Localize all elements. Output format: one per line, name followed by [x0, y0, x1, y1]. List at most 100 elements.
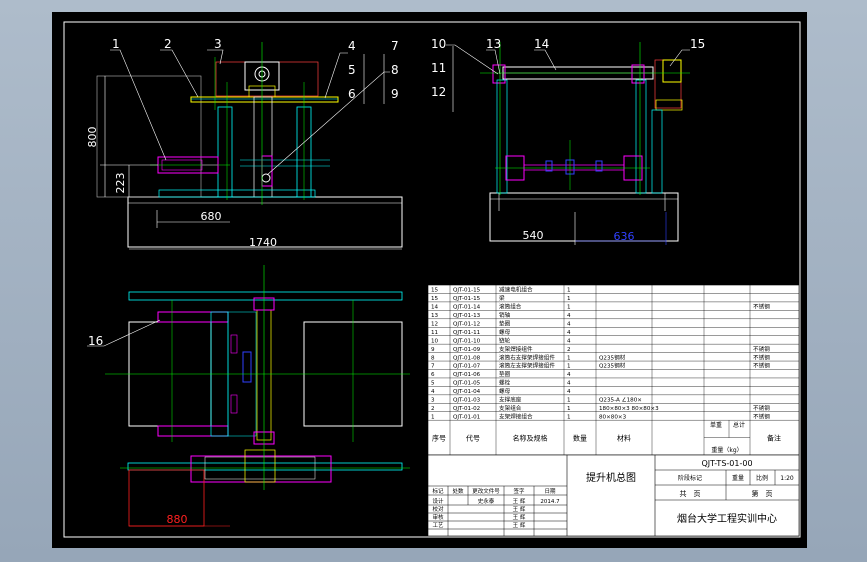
balloon-16[interactable]: 16: [88, 334, 103, 348]
bom-cell-no: 9: [431, 347, 435, 353]
bom-header-code: 代号: [466, 434, 480, 443]
bom-cell-code: QJT-01-14: [453, 305, 481, 311]
bom-cell-name: 滚筒右支撑架焊接组件: [499, 353, 555, 361]
rev-header: 处数: [452, 487, 464, 495]
bom-cell-code: QJT-01-02: [453, 406, 480, 412]
bom-cell-mat: 80×80×3: [599, 414, 627, 420]
bom-cell-no: 7: [431, 364, 435, 370]
role-value: 王 辉: [513, 521, 526, 529]
rev-header: 日期: [544, 488, 556, 495]
dim-540: 540: [523, 229, 544, 242]
bom-cell-qty: 1: [567, 305, 571, 311]
balloon-1[interactable]: 1: [112, 37, 120, 51]
role-value: 王 辉: [513, 505, 526, 513]
bom-cell-name: 垫圈: [499, 370, 511, 378]
bom-cell-mat: 180×80×3 80×80×3: [599, 406, 659, 412]
bom-header-qty: 数量: [573, 434, 587, 443]
bom-cell-no: 6: [431, 372, 435, 378]
bom-cell-no: 13: [431, 313, 439, 319]
bom-cell-name: 螺母: [499, 387, 511, 395]
balloon-7[interactable]: 7: [391, 39, 399, 53]
bom-cell-qty: 4: [567, 381, 571, 387]
side-view: [480, 42, 690, 242]
top-view: [105, 265, 410, 527]
dim-223: 223: [114, 173, 127, 194]
bom-cell-code: QJT-01-08: [453, 355, 481, 361]
bom-header-total: 总计: [733, 421, 745, 429]
bom-cell-code: QJT-01-10: [453, 338, 481, 344]
bom-cell-qty: 1: [567, 296, 571, 302]
weight-label: 重量: [732, 474, 744, 482]
bom-cell-no: 4: [431, 389, 435, 395]
bom-cell-qty: 1: [567, 288, 571, 294]
balloon-16-leader: [87, 319, 161, 347]
bom-cell-qty: 4: [567, 330, 571, 336]
bom-cell-mat: Q235-A ∠180×: [599, 397, 642, 404]
bom-cell-name: 减速电机组合: [499, 286, 533, 294]
dim-636: 636: [614, 230, 635, 243]
bom-cell-code: QJT-01-05: [453, 381, 481, 387]
bom-cell-name: 支架组合: [499, 404, 522, 412]
bom-cell-note: 不锈钢: [753, 404, 770, 412]
balloon-11[interactable]: 11: [431, 61, 446, 75]
bom-cell-no: 5: [431, 381, 435, 387]
drawing-border: [63, 21, 801, 538]
scale-value: 1:20: [780, 475, 794, 482]
balloon-6[interactable]: 6: [348, 87, 356, 101]
bom-cell-qty: 4: [567, 321, 571, 327]
side-view-leaders: [446, 44, 690, 112]
balloon-4[interactable]: 4: [348, 39, 356, 53]
bom-cell-qty: 1: [567, 355, 571, 361]
balloon-14[interactable]: 14: [534, 37, 549, 51]
stage-label: 阶段标记: [678, 474, 702, 482]
bom-cell-code: QJT-01-03: [453, 398, 481, 404]
bom-header-weight-kg: 重量（kg）: [711, 446, 742, 454]
design-date: 2014.7: [540, 499, 560, 505]
bom-cell-name: 垫圈: [499, 319, 511, 327]
bom-cell-qty: 4: [567, 372, 571, 378]
balloon-10[interactable]: 10: [431, 37, 446, 51]
balloon-12[interactable]: 12: [431, 85, 446, 99]
bom-cell-no: 14: [431, 305, 439, 311]
dim-1740: 1740: [249, 236, 277, 249]
role-label: 设计: [432, 497, 444, 505]
bom-cell-note: 不锈钢: [753, 412, 770, 420]
bom-cell-code: QJT-01-09: [453, 347, 481, 353]
bom-cell-no: 12: [431, 321, 438, 327]
bom-cell-note: 不锈钢: [753, 362, 770, 370]
dim-800: 800: [86, 127, 99, 148]
dim-880: 880: [167, 513, 188, 526]
bom-cell-name: 滚筒组合: [499, 303, 522, 311]
sheet-number: 第 页: [752, 489, 773, 498]
bom-cell-mat: Q235钢材: [599, 362, 626, 370]
balloon-5[interactable]: 5: [348, 63, 356, 77]
balloon-15[interactable]: 15: [690, 37, 705, 51]
bom-cell-qty: 4: [567, 389, 571, 395]
balloon-13[interactable]: 13: [486, 37, 501, 51]
bom-header-unit-weight: 单重: [710, 421, 722, 429]
balloon-8[interactable]: 8: [391, 63, 399, 77]
balloon-3[interactable]: 3: [214, 37, 222, 51]
bom-cell-note: 不锈钢: [753, 303, 770, 311]
bom-cell-code: QJT-01-13: [453, 313, 481, 319]
side-view-dimensions: [491, 212, 667, 245]
balloon-9[interactable]: 9: [391, 87, 399, 101]
role-label: 审核: [432, 513, 444, 521]
bom-cell-no: 3: [431, 398, 435, 404]
bom-cell-name: 链轮: [499, 336, 511, 344]
bom-cell-name: 销轴: [499, 311, 511, 319]
bom-cell-no: 15: [431, 296, 439, 302]
bom-cell-qty: 4: [567, 313, 571, 319]
bom-cell-code: QJT-01-04: [453, 389, 481, 395]
rev-header: 签字: [513, 487, 525, 495]
designer-name: 史永泰: [478, 497, 495, 505]
role-value: 王 辉: [513, 513, 526, 521]
bom-cell-no: 15: [431, 288, 439, 294]
bom-cell-qty: 1: [567, 414, 571, 420]
role-value: 王 辉: [513, 497, 526, 505]
balloon-2[interactable]: 2: [164, 37, 172, 51]
